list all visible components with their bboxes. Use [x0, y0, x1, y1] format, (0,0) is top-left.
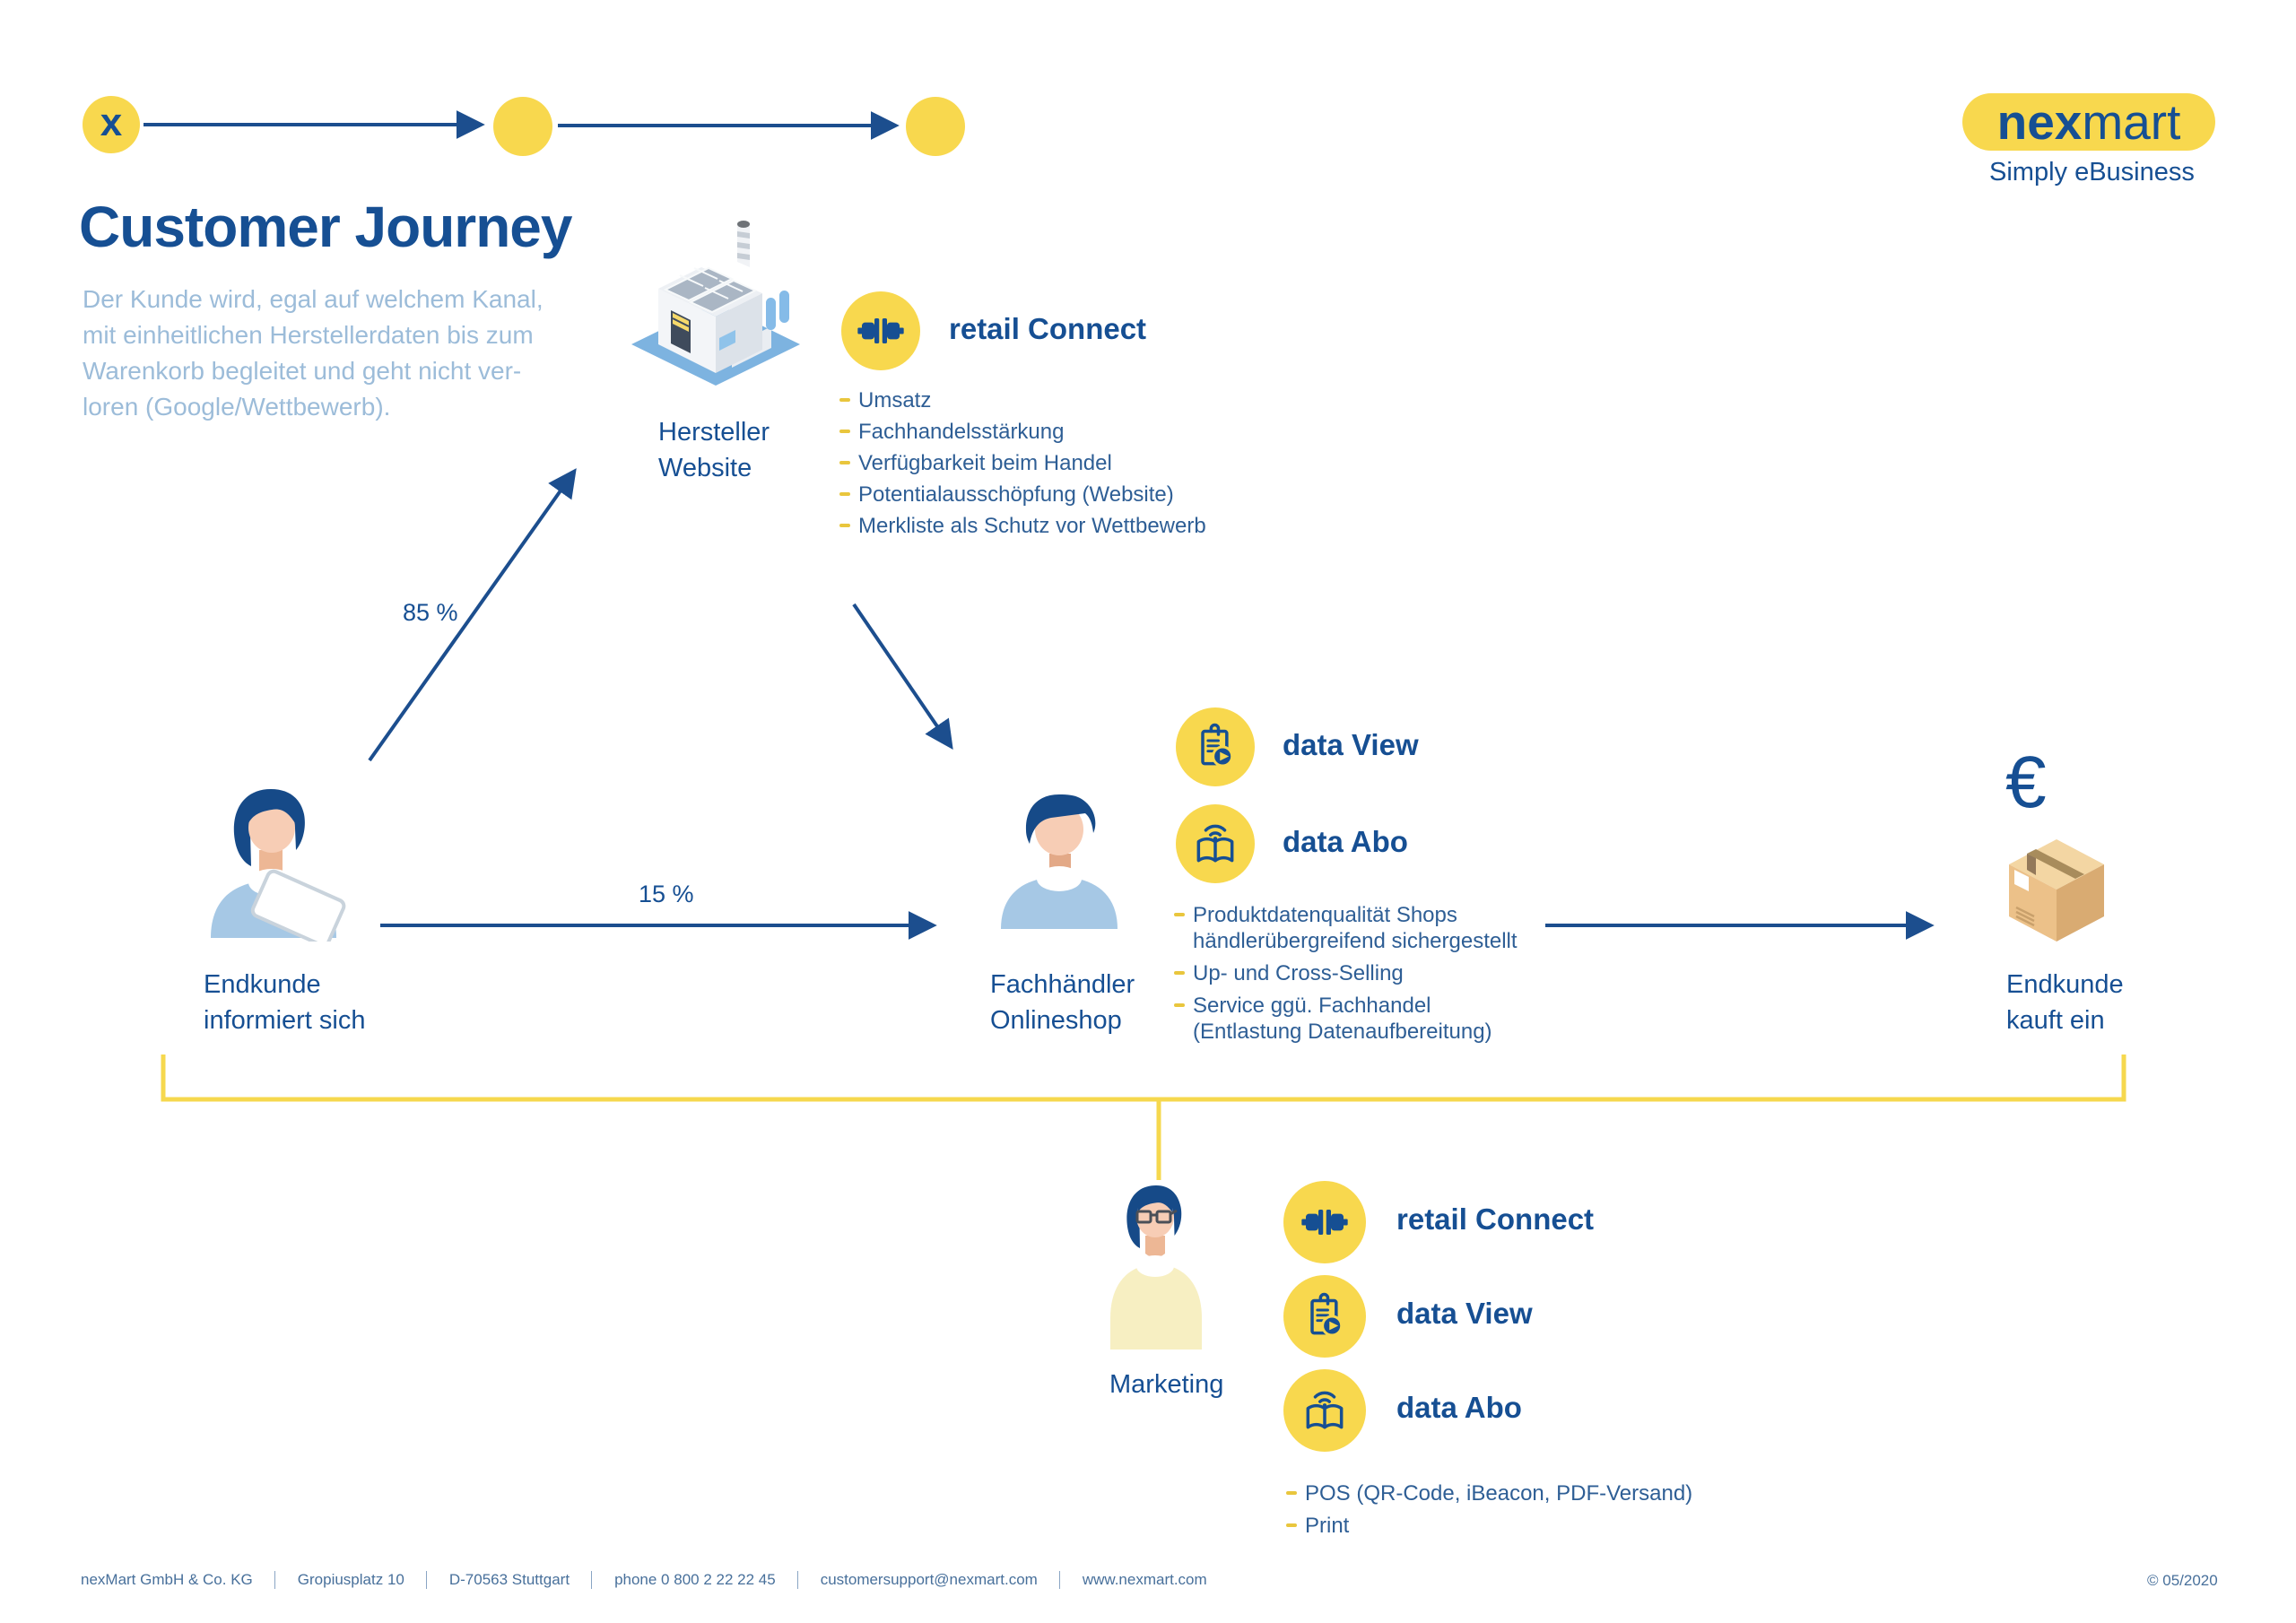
benefit-item: Print	[1286, 1510, 1788, 1541]
intro-text: Der Kunde wird, egal auf welchem Kanal, …	[83, 285, 544, 421]
label-endkunde-kauft: Endkunde kauft ein	[2006, 970, 2124, 1035]
label-fachhaendler-onlineshop: Fachhändler Onlineshop	[990, 970, 1135, 1035]
shop-benefits: Produktdatenqualität Shops händlerübergr…	[1174, 902, 1524, 1051]
retail-connect-name: retail Connect	[949, 312, 1147, 345]
marketing-retail-connect-badge	[1283, 1181, 1366, 1263]
marketing-data-abo-badge	[1283, 1369, 1366, 1452]
benefit-item: Umsatz	[839, 386, 1270, 415]
footer-item: customersupport@nexmart.com	[796, 1571, 1038, 1589]
arrow-endkunde-to-hersteller	[368, 468, 577, 762]
journey-end-dot	[906, 97, 965, 156]
label-marketing: Marketing	[1109, 1370, 1224, 1399]
book-wifi-icon	[1300, 1385, 1350, 1436]
clipboard-play-icon	[1190, 722, 1240, 772]
marketing-benefits: POS (QR-Code, iBeacon, PDF-Versand)Print	[1286, 1478, 1788, 1542]
benefit-item: POS (QR-Code, iBeacon, PDF-Versand)	[1286, 1478, 1788, 1509]
factory-icon	[631, 221, 800, 386]
footer-item: Gropiusplatz 10	[274, 1571, 404, 1589]
label-endkunde-informiert: Endkunde informiert sich	[204, 970, 366, 1035]
marketing-bracket	[161, 1055, 2126, 1102]
endkunde-person-icon	[211, 789, 346, 942]
benefit-item: Fachhandelsstärkung	[839, 417, 1270, 447]
percent-hersteller: 85 %	[403, 599, 458, 626]
footer-item: D-70563 Stuttgart	[425, 1571, 570, 1589]
plug-icon	[1300, 1197, 1350, 1247]
page-title: Customer Journey	[79, 195, 572, 259]
benefit-item: Potentialausschöpfung (Website)	[839, 480, 1270, 509]
footer-item: www.nexmart.com	[1058, 1571, 1207, 1589]
package-box-icon	[2009, 839, 2104, 942]
percent-fachhaendler: 15 %	[639, 881, 694, 907]
journey-start-dot: x	[83, 96, 140, 153]
marketing-data-abo-name: data Abo	[1396, 1391, 1522, 1424]
benefit-item: Merkliste als Schutz vor Wettbewerb	[839, 511, 1270, 541]
benefit-item: Up- und Cross-Selling	[1174, 960, 1524, 986]
nexmart-x-icon: x	[100, 100, 123, 144]
benefit-item: Produktdatenqualität Shops händlerübergr…	[1174, 902, 1524, 954]
copyright: © 05/2020	[2147, 1572, 2218, 1589]
logo-tagline: Simply eBusiness	[1989, 158, 2195, 187]
benefit-item: Service ggü. Fachhandel (Entlastung Date…	[1174, 993, 1524, 1045]
data-view-badge	[1176, 707, 1255, 786]
logo-text-mart: mart	[2082, 94, 2181, 150]
journey-mid-dot	[493, 97, 552, 156]
footer-item: phone 0 800 2 22 22 45	[591, 1571, 776, 1589]
euro-symbol: €	[2005, 742, 2047, 823]
marketing-data-view-badge	[1283, 1275, 1366, 1358]
arrow-hersteller-to-fachhaendler	[852, 603, 953, 750]
footer-item: nexMart GmbH & Co. KG	[81, 1571, 253, 1588]
marketing-person-icon	[1110, 1185, 1202, 1350]
data-abo-name: data Abo	[1283, 825, 1408, 858]
marketing-retail-connect-name: retail Connect	[1396, 1202, 1595, 1236]
fachhaendler-person-icon	[1001, 794, 1118, 929]
clipboard-play-icon	[1300, 1291, 1350, 1341]
book-wifi-icon	[1190, 819, 1240, 869]
plug-icon	[856, 306, 906, 356]
logo-text-nex: nex	[1996, 94, 2083, 150]
label-hersteller-website: Hersteller Website	[658, 418, 770, 482]
retail-connect-badge	[841, 291, 920, 370]
marketing-data-view-name: data View	[1396, 1297, 1533, 1330]
data-abo-badge	[1176, 804, 1255, 883]
data-view-name: data View	[1283, 728, 1419, 761]
footer-contact-bar: nexMart GmbH & Co. KG Gropiusplatz 10 D-70…	[81, 1571, 1207, 1589]
benefit-item: Verfügbarkeit beim Handel	[839, 448, 1270, 478]
